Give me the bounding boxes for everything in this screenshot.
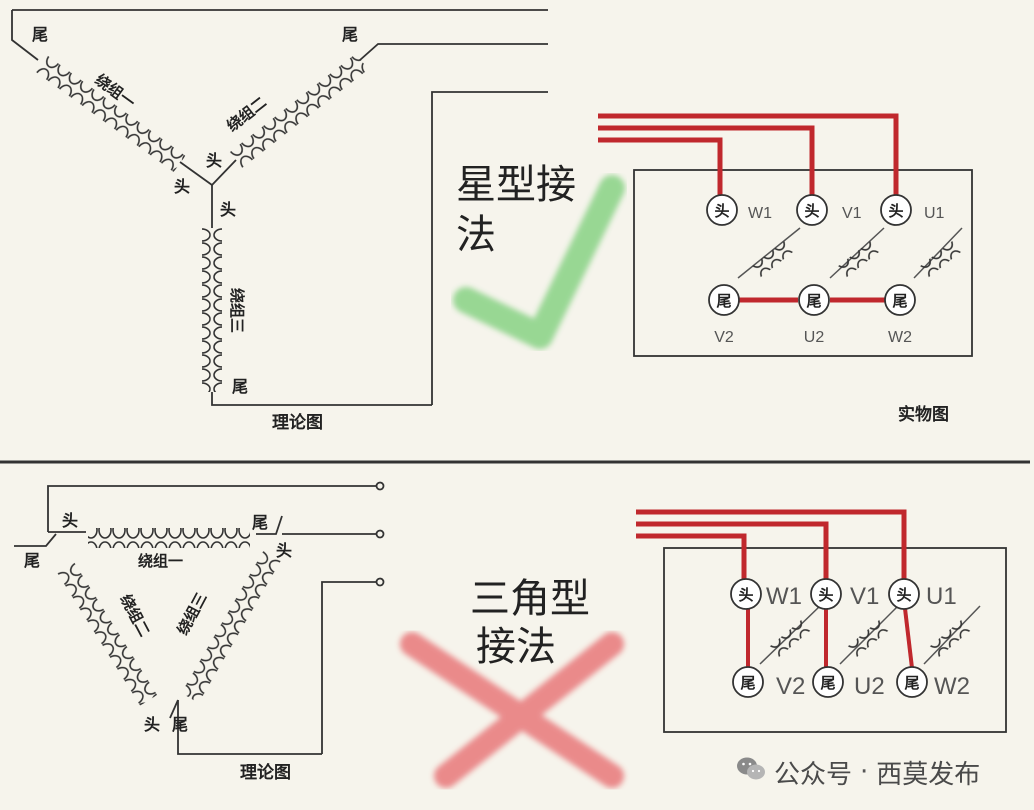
delta-terminal-label-w2: W2 xyxy=(934,673,970,700)
delta-terminal-label-v2: V2 xyxy=(776,673,805,700)
delta-theory-caption: 理论图 xyxy=(240,762,291,783)
svg-text:尾: 尾 xyxy=(892,292,907,310)
delta-title-line1: 三角型 xyxy=(470,576,590,622)
star-coil-2 xyxy=(229,53,369,168)
delta-head-label-3: 头 xyxy=(276,541,292,560)
delta-terminal-v2: 尾 V2 xyxy=(732,666,805,700)
delta-terminal-w1: 头 W1 xyxy=(730,578,802,610)
svg-text:尾: 尾 xyxy=(806,292,821,310)
delta-theory-diagram xyxy=(14,481,385,755)
terminal-v1: 头 V1 xyxy=(796,194,862,226)
svg-text:尾: 尾 xyxy=(716,292,731,310)
watermark-separator: · xyxy=(860,757,869,787)
delta-coil-1-label: 绕组一 xyxy=(138,552,183,570)
delta-terminal-w2: 尾 W2 xyxy=(896,666,970,700)
delta-bridges xyxy=(746,599,914,669)
delta-terminal-label-w1: W1 xyxy=(766,583,802,610)
wechat-icon xyxy=(736,756,766,789)
star-theory-diagram xyxy=(11,9,548,406)
watermark-name: 西莫发布 xyxy=(876,759,981,790)
star-coil-3 xyxy=(202,228,222,392)
watermark-prefix: 公众号 xyxy=(774,759,853,790)
svg-text:头: 头 xyxy=(896,586,911,604)
delta-coil-1 xyxy=(88,528,250,548)
svg-text:尾: 尾 xyxy=(820,674,835,692)
delta-terminal-label-v1: V1 xyxy=(850,583,879,610)
svg-text:尾: 尾 xyxy=(740,674,755,692)
terminal-label-v1: V1 xyxy=(842,205,862,222)
delta-section: 头 尾 尾 头 头 尾 绕组一 绕组二 绕组三 理论图 三角型 接法 xyxy=(14,481,1007,788)
terminal-label-w1: W1 xyxy=(748,205,772,222)
delta-title-line2: 接法 xyxy=(476,624,556,670)
terminal-u1: 头 U1 xyxy=(880,194,945,226)
terminal-u2: 尾 U2 xyxy=(798,284,830,346)
delta-coil-2 xyxy=(57,562,158,706)
star-coil-1 xyxy=(36,55,186,173)
svg-text:头: 头 xyxy=(804,202,819,220)
delta-coil-2-label: 绕组二 xyxy=(116,591,153,639)
cross-mark-icon xyxy=(400,632,624,788)
star-tail-label-3: 尾 xyxy=(232,377,248,396)
star-supply-wires xyxy=(598,113,899,196)
delta-terminal-u2: 尾 U2 xyxy=(812,666,885,700)
delta-coil-3 xyxy=(181,551,281,704)
terminal-label-u1: U1 xyxy=(924,205,945,222)
terminal-label-u2: U2 xyxy=(804,329,825,346)
star-head-label-2: 头 xyxy=(206,151,222,170)
star-title-line1: 星型接 xyxy=(456,162,576,208)
star-title-line2: 法 xyxy=(456,212,496,258)
delta-terminal-label-u1: U1 xyxy=(926,583,957,610)
check-mark-icon xyxy=(453,175,625,349)
watermark: 公众号 · 西莫发布 xyxy=(736,752,1031,792)
delta-tail-label-2: 尾 xyxy=(24,551,40,570)
svg-text:头: 头 xyxy=(714,202,729,220)
star-theory-caption: 理论图 xyxy=(272,412,323,433)
svg-text:头: 头 xyxy=(738,586,753,604)
delta-terminal-label-u2: U2 xyxy=(854,673,885,700)
terminal-label-v2: V2 xyxy=(714,329,734,346)
star-head-label-3: 头 xyxy=(220,200,236,219)
delta-terminal-v1: 头 V1 xyxy=(810,578,879,610)
delta-head-label-1: 头 xyxy=(62,511,78,530)
star-physical-diagram: 头 W1 头 V1 头 U1 尾 V2 尾 U2 xyxy=(598,113,973,357)
star-tail-label-2: 尾 xyxy=(342,25,358,44)
terminal-w1: 头 W1 xyxy=(706,194,772,226)
terminal-label-w2: W2 xyxy=(888,329,912,346)
star-head-label-1: 头 xyxy=(174,177,190,196)
terminal-w2: 尾 W2 xyxy=(884,284,916,346)
terminal-v2: 尾 V2 xyxy=(708,284,740,346)
delta-supply-wires xyxy=(636,509,907,580)
delta-tail-label-1: 尾 xyxy=(252,513,268,532)
star-tail-label-1: 尾 xyxy=(32,25,48,44)
star-coil-3-label: 绕组三 xyxy=(228,288,246,333)
delta-head-label-2: 头 xyxy=(144,715,160,734)
delta-coil-3-label: 绕组三 xyxy=(174,590,211,638)
star-physical-caption: 实物图 xyxy=(898,404,949,425)
star-section: 尾 尾 头 头 头 尾 绕组一 绕组二 绕组三 理论图 星型接 法 xyxy=(11,9,973,433)
svg-text:头: 头 xyxy=(818,586,833,604)
delta-terminal-u1: 头 U1 xyxy=(888,578,957,610)
delta-physical-diagram: 头 W1 头 V1 头 U1 尾 V2 尾 U2 xyxy=(636,509,1007,733)
svg-text:尾: 尾 xyxy=(904,674,919,692)
svg-text:头: 头 xyxy=(888,202,903,220)
delta-tail-label-3: 尾 xyxy=(172,715,188,734)
